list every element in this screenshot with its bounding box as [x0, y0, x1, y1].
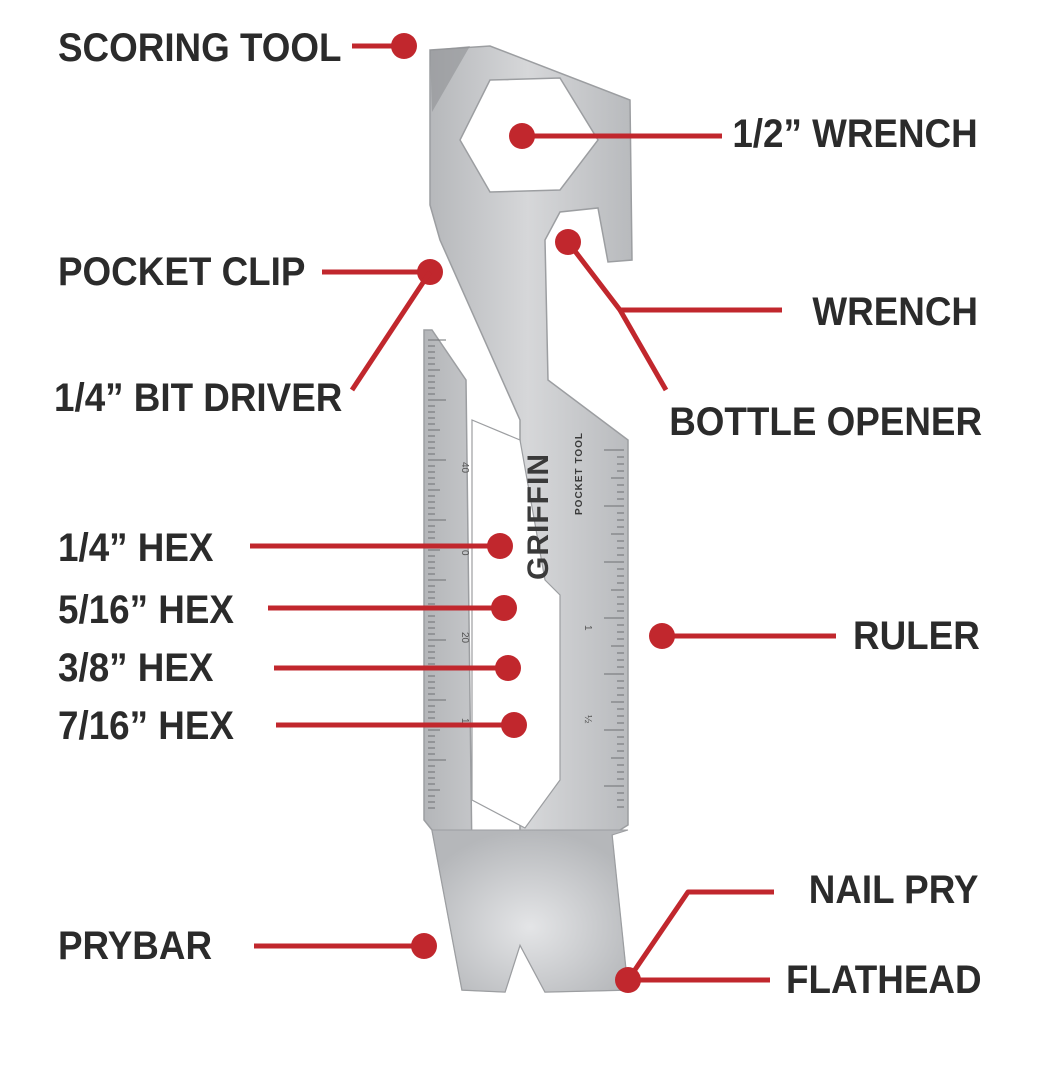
metric-tick-label: 1 [459, 718, 470, 724]
leader-ruler-dot [649, 623, 675, 649]
prybar-head [431, 829, 629, 993]
label-ruler: RULER [853, 614, 980, 658]
leader-flathead-dot [615, 967, 641, 993]
label-hex-three-eighths: 3/8” HEX [58, 646, 214, 690]
label-pocket-clip: POCKET CLIP [58, 250, 306, 294]
leader-hex-quarter-dot [487, 533, 513, 559]
label-prybar: PRYBAR [58, 924, 213, 968]
metric-tick-label: 0 [459, 550, 470, 556]
imperial-ruler-ticks [604, 449, 624, 808]
leader-nail-pry-line [625, 889, 774, 982]
leader-hex-five-sixteenths-dot [491, 595, 517, 621]
label-hex-quarter: 1/4” HEX [58, 526, 214, 570]
leader-bit-driver-line [349, 270, 433, 392]
scoring-tool-notch [430, 46, 470, 112]
callout-leaders [250, 33, 836, 993]
metric-ruler-ticks [428, 339, 446, 809]
leader-half-wrench-dot [509, 123, 535, 149]
leader-hex-three-eighths-dot [495, 655, 521, 681]
leader-wrench-line [566, 240, 782, 313]
metric-tick-label: 40 [459, 462, 470, 474]
metric-tick-label: 20 [459, 632, 470, 644]
brand-subtitle: POCKET TOOL [574, 432, 585, 515]
label-flathead: FLATHEAD [786, 958, 982, 1002]
label-bottle-opener: BOTTLE OPENER [669, 400, 982, 444]
leader-prybar-dot [411, 933, 437, 959]
leader-scoring-tool-dot [391, 33, 417, 59]
label-hex-five-sixteenths: 5/16” HEX [58, 588, 234, 632]
label-wrench: WRENCH [812, 290, 978, 334]
imperial-tick-label: ½ [582, 715, 593, 724]
label-nail-pry: NAIL PRY [808, 868, 978, 912]
brand-logo: GRIFFIN [522, 453, 555, 580]
label-hex-seven-sixteenths: 7/16” HEX [58, 704, 234, 748]
label-half-inch-wrench: 1/2” WRENCH [732, 112, 978, 156]
leader-bottle-opener-line [617, 308, 669, 392]
leader-hex-seven-sixteenths-dot [501, 712, 527, 738]
label-bit-driver: 1/4” BIT DRIVER [54, 376, 343, 420]
label-scoring-tool: SCORING TOOL [58, 26, 342, 70]
leader-wrench-dot [555, 229, 581, 255]
imperial-tick-label: 1 [582, 625, 593, 631]
